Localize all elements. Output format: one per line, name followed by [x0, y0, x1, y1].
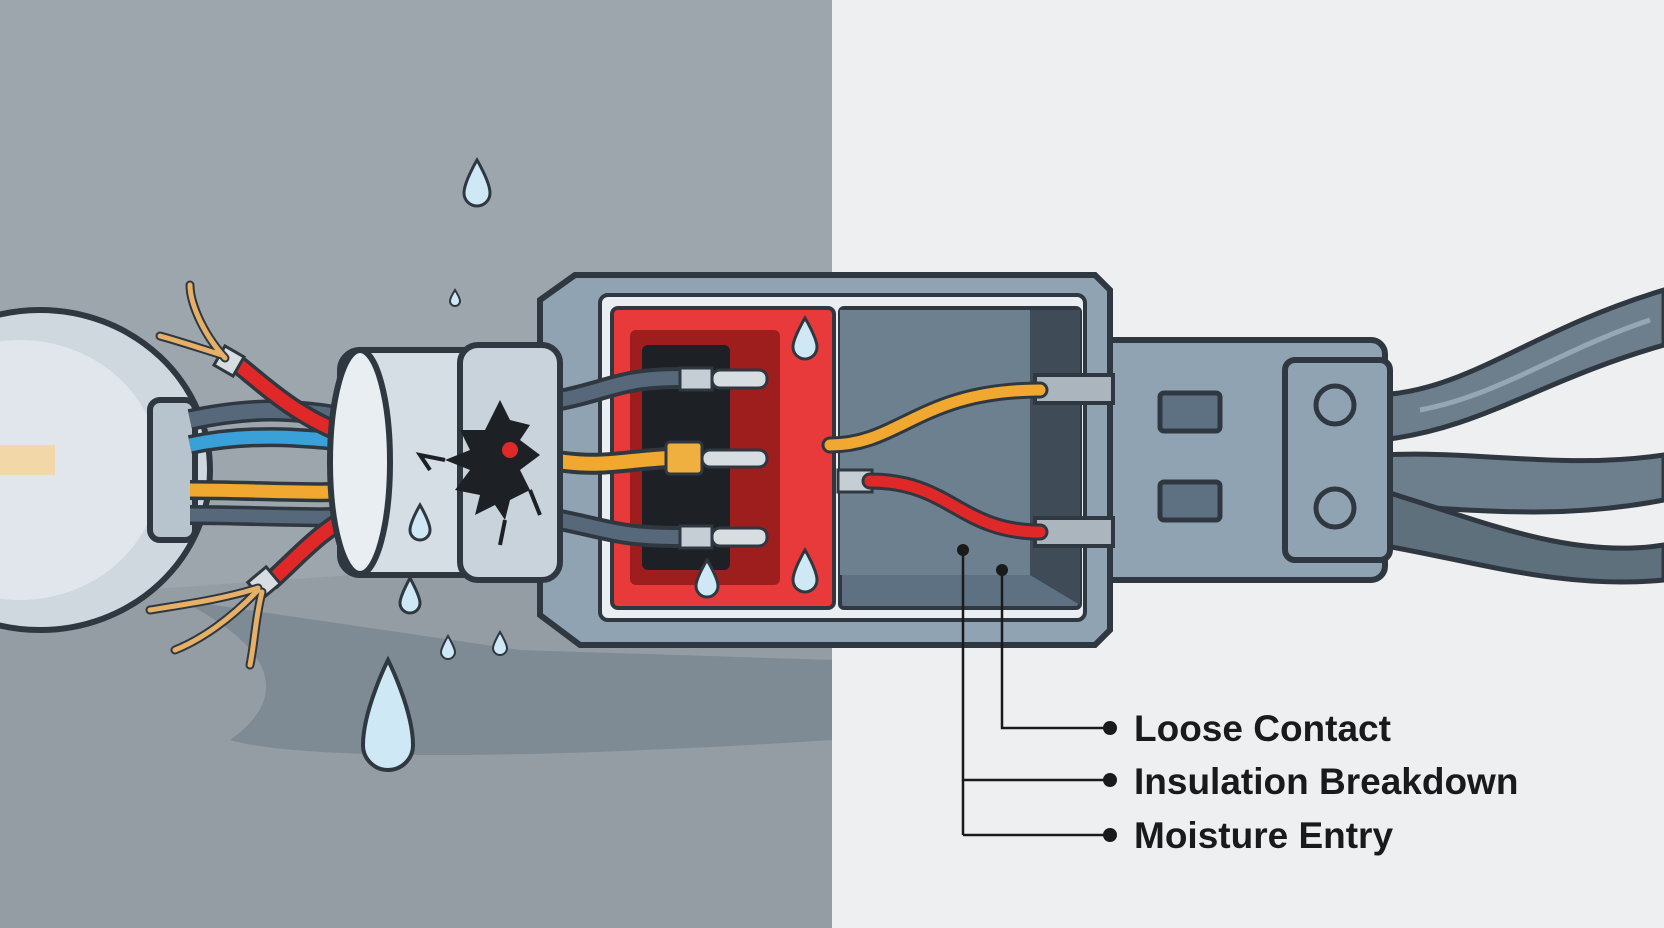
callout-loose-contact: Loose Contact	[1134, 708, 1391, 749]
water-drop-icon	[398, 574, 422, 615]
water-drops	[360, 157, 819, 772]
terminal-pins	[529, 366, 769, 550]
water-drop-icon	[791, 315, 819, 361]
callout-leaders	[957, 544, 1117, 842]
water-drop-icon	[408, 502, 432, 542]
water-drop-icon	[462, 157, 492, 208]
water-drop-icon	[791, 547, 819, 594]
outgoing-cable	[1377, 287, 1664, 585]
callout-moisture-entry: Moisture Entry	[1134, 815, 1393, 856]
crack-icon	[445, 400, 540, 520]
water-drop-icon	[448, 288, 462, 307]
water-drop-icon	[439, 634, 457, 660]
connector-shadow	[180, 600, 832, 755]
water-drop-icon	[491, 630, 509, 656]
water-drop-icon	[694, 557, 720, 599]
connector-plug-icon	[1092, 337, 1393, 583]
light-bulb-icon	[0, 307, 213, 633]
cracked-sleeve	[327, 342, 563, 583]
water-drop-icon	[360, 655, 416, 772]
callout-insulation-breakdown: Insulation Breakdown	[1134, 761, 1518, 802]
